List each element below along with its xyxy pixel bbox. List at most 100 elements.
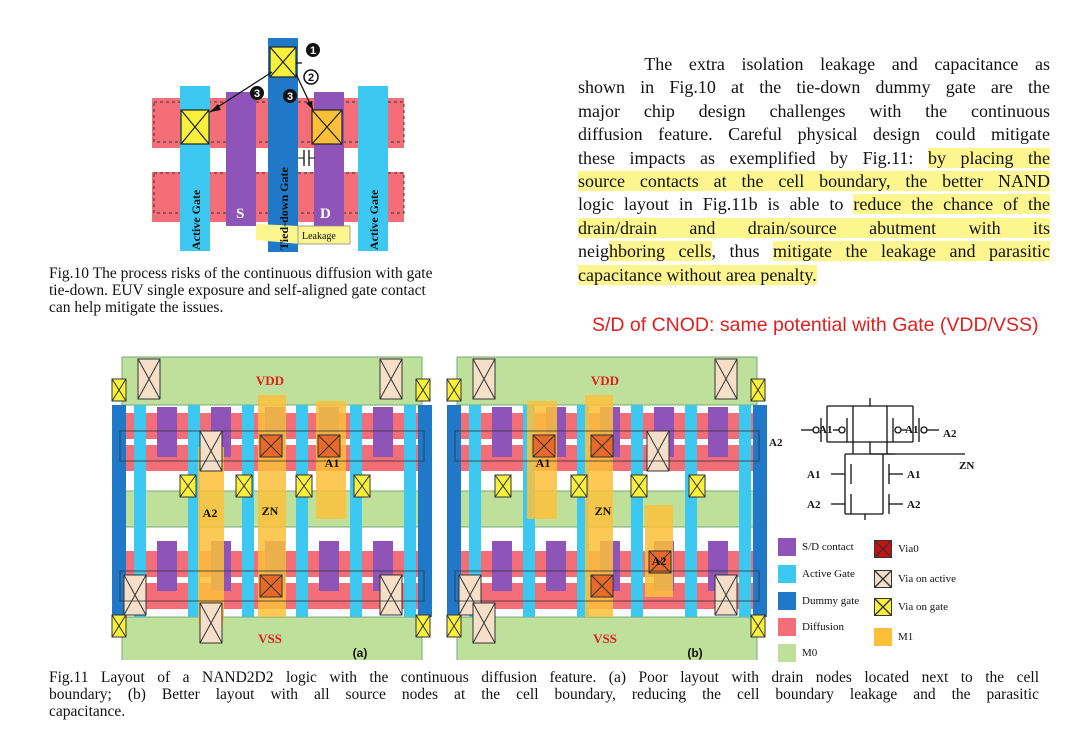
cell-outline (119, 430, 425, 462)
cnod-annotation: S/D of CNOD: same potential with Gate (V… (592, 314, 1039, 336)
via0-stroke (532, 434, 556, 458)
sch-a1-left: A1 (819, 424, 832, 436)
via-on-gate-stroke (570, 474, 588, 498)
via-on-active-stroke (199, 430, 223, 472)
via-on-active-stroke (458, 574, 482, 616)
via0-stroke (317, 434, 341, 458)
legend-swatch (874, 598, 892, 616)
cell-outline (119, 570, 425, 602)
paragraph-line: capacitance without area penalty. (578, 264, 1050, 287)
fig10-d-label: D (320, 206, 331, 222)
marker-3b (283, 89, 297, 103)
a1-label: A1 (536, 456, 551, 470)
highlighted-text: mitigate the leakage and parasitic (773, 241, 1050, 262)
legend-item: Dummy gate (778, 592, 859, 610)
sch-a1-bl: A1 (807, 469, 820, 481)
paragraph-line: The extra isolation leakage and capacita… (578, 53, 1050, 76)
fig10-caption-line: Fig.10 The process risks of the continuo… (49, 265, 433, 282)
a2-label: A2 (652, 554, 667, 568)
legend-swatch (778, 565, 796, 583)
via-on-gate-stroke (235, 474, 253, 498)
paragraph-line: these impacts as exemplified by Fig.11: … (578, 147, 1050, 170)
via0-stroke (590, 574, 614, 598)
m1-track (198, 447, 224, 623)
paragraph-line: shown in Fig.10 at the tie-down dummy ga… (578, 76, 1050, 99)
via-on-active-stroke (714, 574, 738, 616)
highlighted-text: by placing the (927, 147, 1050, 168)
active-gate (188, 405, 200, 617)
edge-via-on-gate-stroke (750, 378, 766, 402)
fig11-caption-line: Fig.11 Layout of a NAND2D2 logic with th… (49, 669, 1039, 686)
dummy-gate (753, 405, 767, 617)
fig11-caption-line: capacitance. (49, 703, 126, 720)
legend-swatch (778, 538, 796, 556)
via-on-gate-stroke (630, 474, 648, 498)
m0-vss-rail (456, 616, 758, 660)
via-on-active-stroke (714, 358, 738, 400)
vdd-label: VDD (256, 373, 284, 388)
edge-via-on-gate-stroke (111, 378, 127, 402)
via-on-active-stroke (123, 574, 147, 616)
marker-1-label: 1 (310, 45, 316, 57)
legend-label: Diffusion (802, 621, 844, 633)
sd-contact (157, 541, 177, 591)
legend-label: Via0 (898, 543, 919, 555)
marker-2-label: 2 (308, 72, 314, 84)
via-on-gate-stroke (494, 474, 512, 498)
via-on-active-stroke (646, 430, 670, 472)
highlighted-text: reduce the chance of the (853, 194, 1050, 215)
active-gate (296, 405, 308, 617)
highlighted-text: drain/drain and drain/source abutment wi… (578, 217, 1050, 238)
legend-swatch (874, 540, 892, 558)
edge-via-on-gate-stroke (750, 614, 766, 638)
highlighted-text: capacitance without area penalty. (578, 264, 817, 285)
sd-contact (546, 541, 566, 591)
active-gate (631, 405, 643, 617)
fig10-caption: Fig.10 The process risks of the continuo… (49, 265, 529, 316)
legend-label: Active Gate (802, 568, 855, 580)
fig11-caption: Fig.11 Layout of a NAND2D2 logic with th… (49, 669, 1039, 720)
edge-via-on-gate-stroke (415, 614, 431, 638)
paragraph-line: drain/drain and drain/source abutment wi… (578, 217, 1050, 240)
sd-contact (708, 407, 728, 457)
via-on-active-stroke (472, 358, 496, 400)
paragraph-text: neig (578, 241, 609, 262)
legend-item: M0 (778, 644, 817, 662)
paragraph-line: logic layout in Fig.11b is able to reduc… (578, 193, 1050, 216)
dummy-gate (418, 405, 432, 617)
legend-item: M1 (874, 628, 913, 646)
edge-via-on-gate-stroke (446, 614, 462, 638)
paragraph-text: major chip design challenges with the co… (578, 100, 1050, 121)
active-gate (739, 405, 751, 617)
via0-stroke (259, 574, 283, 598)
legend-swatch (778, 592, 796, 610)
legend-label: S/D contact (802, 541, 854, 553)
paragraph-line: source contacts at the cell boundary, th… (578, 170, 1050, 193)
legend-label: M0 (802, 647, 818, 659)
legend-label: Dummy gate (802, 595, 860, 607)
sch-a1-right: A1 (905, 424, 918, 436)
active-gate (242, 405, 254, 617)
fig10-caption-line: can help mitigate the issues. (49, 299, 224, 316)
paragraph-text: these impacts as exemplified by Fig.11: (578, 147, 928, 168)
m1-track (316, 401, 346, 519)
m1-track (527, 401, 557, 519)
cell-outline (454, 570, 760, 602)
paragraph-text: logic layout in Fig.11b is able to (578, 194, 854, 215)
legend-item: Via on active (874, 570, 956, 588)
sch-a2-br: A2 (907, 499, 921, 511)
via-on-active-stroke (199, 602, 223, 644)
via0-stroke (590, 434, 614, 458)
marker-2 (303, 69, 319, 85)
edge-via-on-gate-stroke (446, 378, 462, 402)
legend-swatch (874, 570, 892, 588)
legend-label: Via on active (898, 573, 956, 585)
fig10-leakage-label: Leakage (302, 231, 336, 242)
dummy-gate (447, 405, 461, 617)
paragraph-text: diffusion feature. Careful physical desi… (578, 124, 1050, 145)
paragraph-line: diffusion feature. Careful physical desi… (578, 123, 1050, 146)
panel-label: (a) (353, 646, 368, 660)
fig10-active-gate-left-label: Active Gate (189, 189, 203, 250)
sch-a2-bl: A2 (807, 499, 821, 511)
